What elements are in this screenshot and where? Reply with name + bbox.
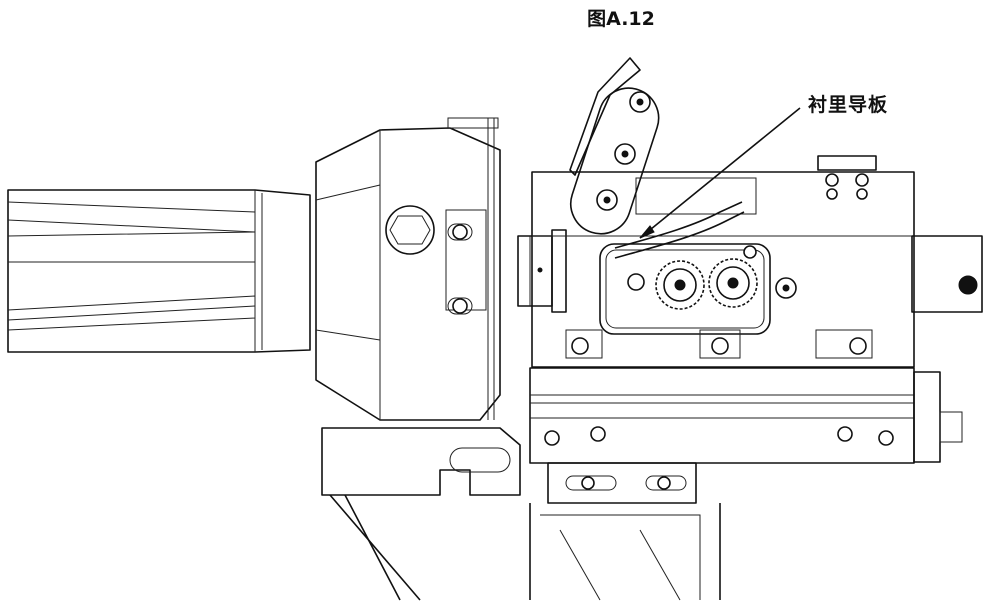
figure-title: 图A.12 — [587, 8, 655, 30]
callout-label-liner-guide: 衬里导板 — [808, 94, 889, 116]
main-housing — [315, 117, 501, 421]
callout-leader — [639, 107, 801, 239]
feeder-assembly — [531, 155, 983, 368]
bottom-plate — [529, 462, 721, 601]
connector-collar — [517, 229, 567, 313]
lower-rail — [529, 367, 963, 464]
drive-gears — [627, 245, 797, 310]
housing-lower-bracket — [321, 427, 521, 601]
boom-arm — [7, 189, 311, 353]
liner-guide-plate — [614, 201, 745, 259]
pressure-arm — [569, 57, 660, 235]
